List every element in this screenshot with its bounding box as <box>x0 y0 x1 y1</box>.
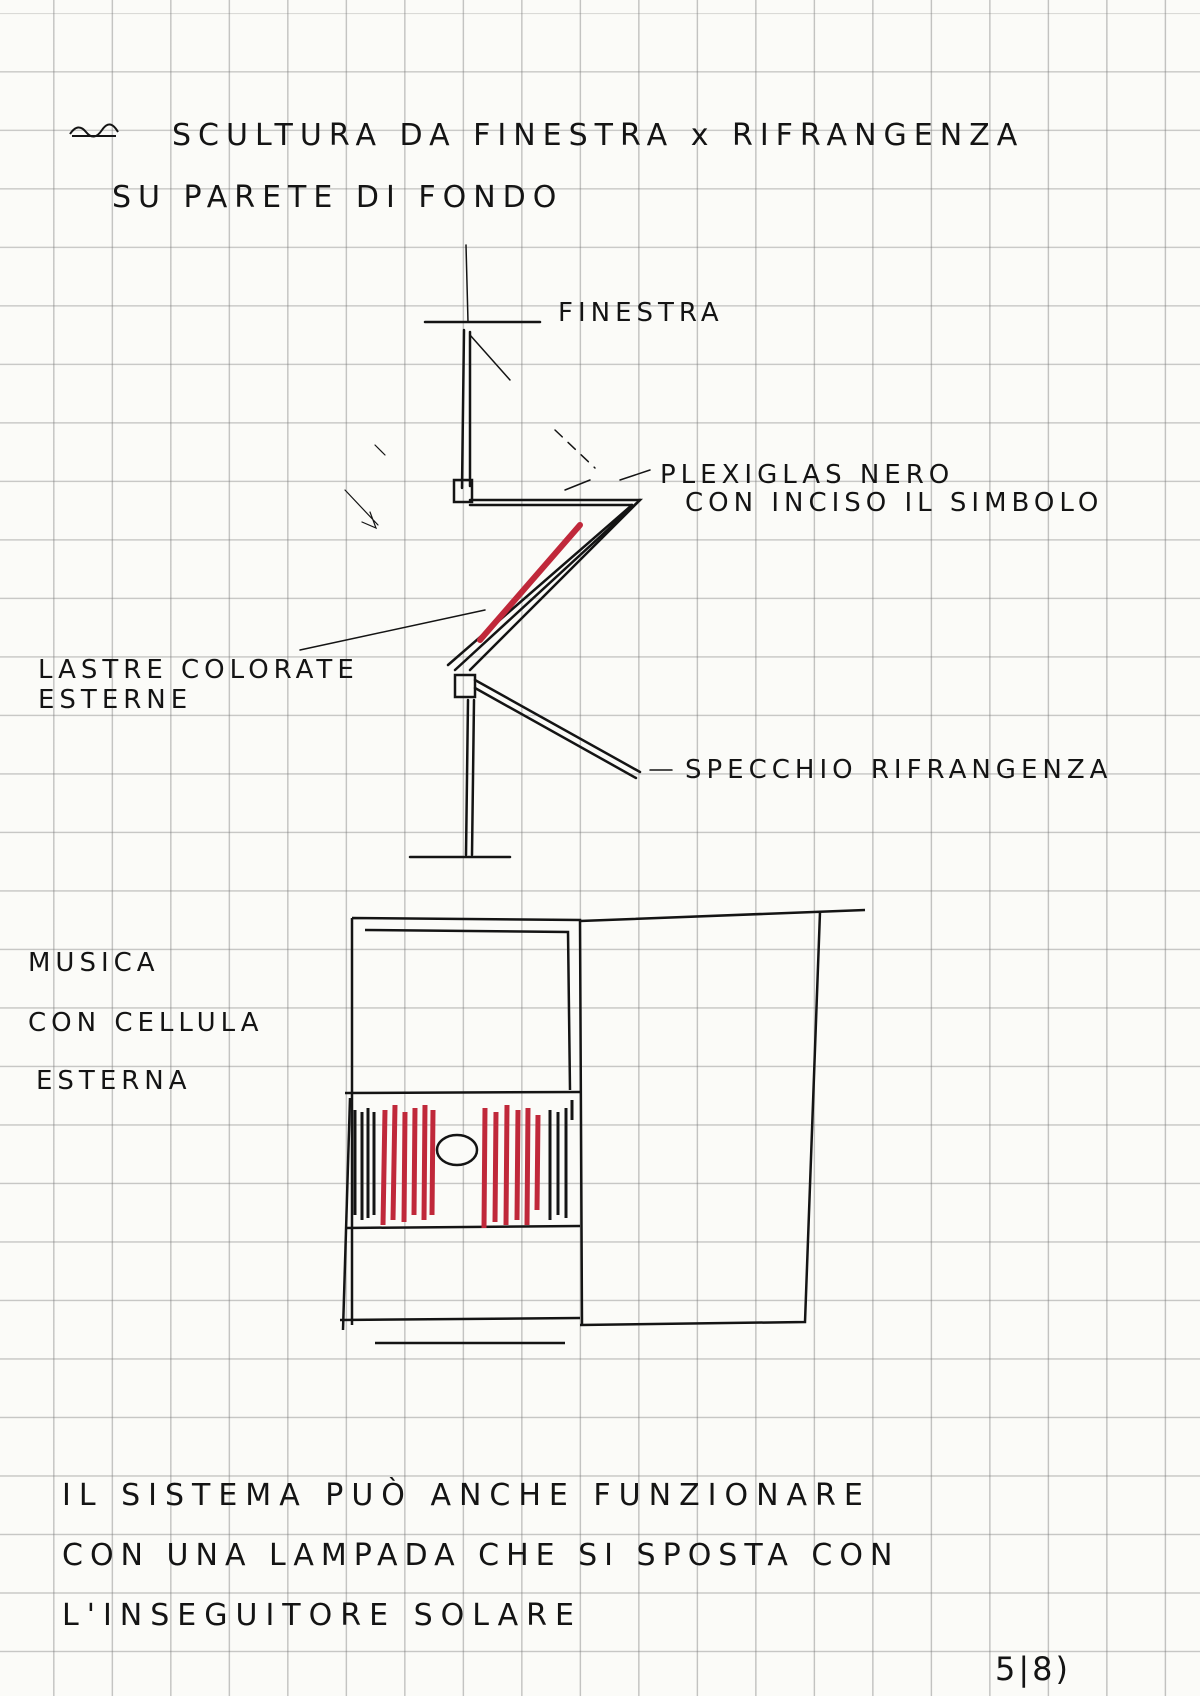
label-plexiglas-1: PLEXIGLAS NERO <box>660 460 955 490</box>
note-line-2: CON UNA LAMPADA CHE SI SPOSTA CON <box>62 1538 900 1573</box>
label-plexiglas-2: CON INCISO IL SIMBOLO <box>685 488 1104 518</box>
label-lastre-1: LASTRE COLORATE <box>38 655 359 685</box>
label-specchio: SPECCHIO RIFRANGENZA <box>685 755 1113 785</box>
label-finestra: FINESTRA <box>558 298 724 328</box>
page-number: 5|8) <box>995 1650 1071 1688</box>
title-line-2: SU PARETE DI FONDO <box>112 180 564 215</box>
label-musica-3: ESTERNA <box>36 1066 192 1096</box>
note-line-3: L'INSEGUITORE SOLARE <box>62 1598 582 1633</box>
scribble-mark <box>69 123 119 138</box>
label-lastre-2: ESTERNE <box>38 685 193 715</box>
label-musica-1: MUSICA <box>28 948 160 978</box>
note-line-1: IL SISTEMA PUÒ ANCHE FUNZIONARE <box>62 1478 871 1513</box>
front-view-drawing <box>339 908 866 1345</box>
title-line-1: SCULTURA DA FINESTRA x RIFRANGENZA <box>172 118 1025 153</box>
label-musica-2: CON CELLULA <box>28 1008 264 1038</box>
window-section-drawing <box>299 244 673 859</box>
